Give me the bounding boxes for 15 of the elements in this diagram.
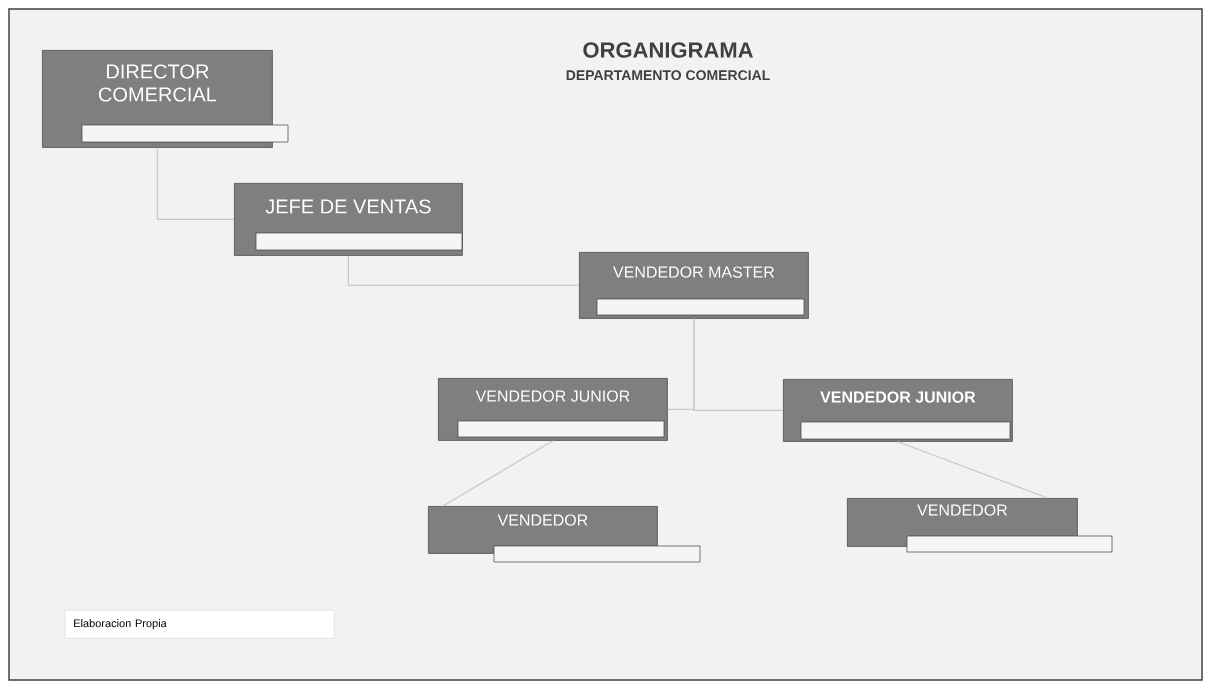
position-box: VENDEDOR <box>428 506 701 563</box>
position-box: VENDEDOR JUNIOR <box>438 378 668 441</box>
title: ORGANIGRAMA <box>583 42 753 58</box>
connector-line <box>693 318 784 411</box>
position-box: VENDEDOR MASTER <box>579 252 809 319</box>
connector-line <box>442 440 554 507</box>
connector-line <box>156 147 235 220</box>
connector-line <box>897 441 1049 499</box>
position-box: VENDEDOR JUNIOR <box>783 379 1013 442</box>
position-box: DIRECTOR COMERCIAL <box>42 50 289 148</box>
position-box: VENDEDOR <box>847 498 1113 553</box>
subtitle: DEPARTAMENTO COMERCIAL <box>566 70 770 81</box>
position-box: JEFE DE VENTAS <box>234 183 463 256</box>
connector-line <box>347 255 580 286</box>
note-box: Elaboracion Propia <box>65 610 335 639</box>
